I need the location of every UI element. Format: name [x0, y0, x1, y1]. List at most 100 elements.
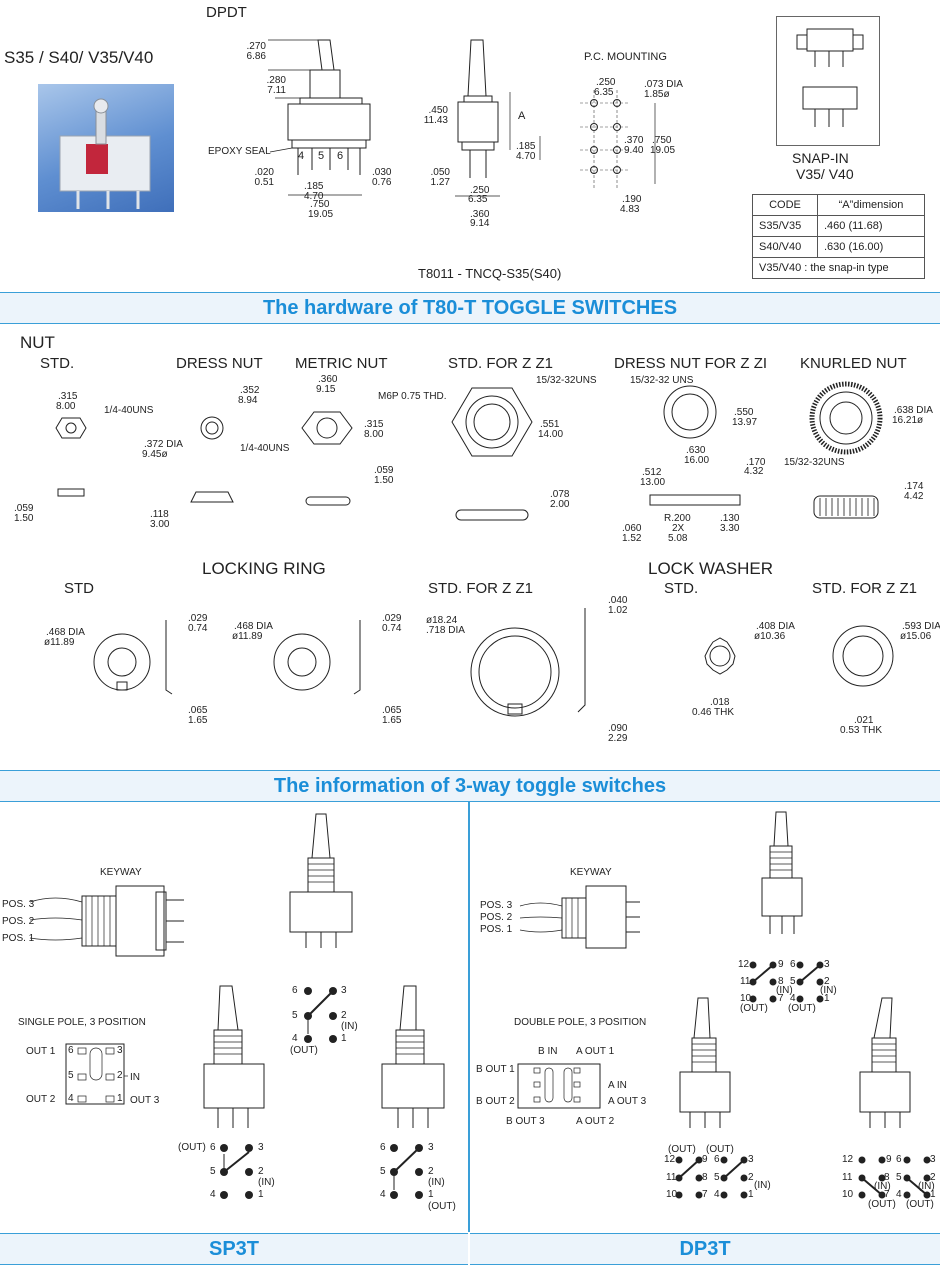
nut-dressz-060: .060 [622, 523, 642, 534]
r3-t1: .040 [608, 595, 628, 606]
d3-6: 6 [896, 1154, 902, 1165]
nut-dress-title: DRESS NUT [176, 355, 263, 372]
dim-450: .450 [428, 105, 448, 116]
d3-out1: (OUT) [868, 1199, 896, 1210]
dim-280: .280 [266, 75, 286, 86]
table-row: V35/V40 : the snap-in type [752, 257, 925, 279]
dp3t-drawings [517, 811, 931, 1199]
dp3t-pos2: POS. 2 [480, 912, 513, 923]
d2-11: 11 [666, 1172, 677, 1183]
pin-5-label: 5 [318, 150, 325, 162]
s1-3: 3 [341, 985, 347, 996]
s1-out: (OUT) [290, 1045, 318, 1056]
nut-metric-d3: .315 [364, 419, 384, 430]
nut-dressz-thread: 15/32-32 UNS [630, 375, 694, 386]
pin-4-label: 4 [298, 150, 305, 162]
d2-7: 7 [702, 1189, 708, 1200]
d3-9: 9 [886, 1154, 892, 1165]
s3-1: 1 [428, 1189, 434, 1200]
w1-t1: .018 [710, 697, 730, 708]
d2-1: 1 [748, 1189, 754, 1200]
dim-073: .073 DIA [644, 79, 683, 90]
pc-mounting-grid [580, 90, 656, 190]
single-pole-label: SINGLE POLE, 3 POSITION [18, 1017, 146, 1028]
nut-dressz-title: DRESS NUT FOR Z ZI [614, 355, 768, 372]
dim-a: A [518, 110, 526, 122]
r1-w2: 1.65 [188, 715, 208, 726]
s1-4: 4 [292, 1033, 298, 1044]
s2-5: 5 [210, 1166, 216, 1177]
w1-t2: 0.46 THK [692, 707, 735, 718]
nut-stdz-title: STD. FOR Z Z1 [448, 355, 553, 372]
part-number: T8011 - TNCQ-S35(S40) [418, 266, 562, 281]
d2-5: 5 [714, 1172, 720, 1183]
w2-t2: 0.53 THK [840, 725, 883, 736]
dimension-cell: .630 (16.00) [817, 236, 925, 258]
sp3t-keyway-label: KEYWAY [100, 867, 142, 878]
nut-knurl-h1: .174 [904, 481, 924, 492]
dim-250b: .250 [596, 77, 616, 88]
d2-12: 12 [664, 1154, 676, 1165]
nut-dress-h2: 3.00 [150, 519, 170, 530]
nut-metric-h2: 1.50 [374, 475, 394, 486]
section-divider [468, 802, 470, 1232]
switch-photo [38, 84, 174, 212]
s2-6: 6 [210, 1142, 216, 1153]
code-cell: S40/V40 [752, 236, 818, 258]
nut-std-h1: .059 [14, 503, 34, 514]
r1-dia1: .468 DIA [46, 627, 85, 638]
dimension-cell: .460 (11.68) [817, 215, 925, 237]
d3-3: 3 [930, 1154, 936, 1165]
nut-drawings [55, 381, 883, 521]
dim-360: .360 [470, 209, 490, 220]
dpdt-side-view [455, 39, 541, 197]
nut-dress-h1: .118 [150, 509, 169, 520]
sp3t-out2: OUT 2 [26, 1094, 56, 1105]
d3-2: 2 [930, 1172, 936, 1183]
nut-stdz-h2: 2.00 [550, 499, 570, 510]
nut-dressz-130: .130 [720, 513, 740, 524]
dp3t-keyway-label: KEYWAY [570, 867, 612, 878]
toggle-switch-image [59, 98, 151, 209]
d2-4: 4 [714, 1189, 720, 1200]
sp3t-box-6: 6 [68, 1045, 74, 1056]
d2-9: 9 [702, 1154, 708, 1165]
s2-in: (IN) [258, 1177, 275, 1188]
d2-2: 2 [748, 1172, 754, 1183]
d1-12: 12 [738, 959, 750, 970]
code-table: CODE “A”dimension S35/V35 .460 (11.68) S… [752, 194, 925, 279]
sp3t-in: IN [130, 1072, 140, 1083]
dim-940: 9.40 [624, 145, 644, 156]
nut-metric-title: METRIC NUT [295, 355, 388, 372]
nut-dressz-512: .512 [642, 467, 662, 478]
ring-drawings [93, 608, 894, 717]
dp3t-a-out3: A OUT 3 [608, 1096, 647, 1107]
d2-out2: (OUT) [706, 1144, 734, 1155]
nut-dressz-152: 1.52 [622, 533, 642, 544]
dp3t-pos1: POS. 1 [480, 924, 513, 935]
nut-dressz-432: 4.32 [744, 466, 764, 477]
nut-stdz-thread: 15/32-32UNS [536, 375, 597, 386]
dim-051: 0.51 [254, 177, 274, 188]
d2-8: 8 [702, 1172, 708, 1183]
dp3t-a-in: A IN [608, 1080, 627, 1091]
d3-7: 7 [884, 1189, 890, 1200]
sp3t-out1: OUT 1 [26, 1046, 56, 1057]
snap-in-drawing [796, 28, 864, 127]
dim-711: 7.11 [267, 85, 286, 96]
d1-2: 2 [824, 976, 830, 987]
lock-washer-title: LOCK WASHER [648, 559, 774, 578]
d1-11: 11 [740, 976, 751, 987]
dim-185a: .185 [304, 181, 324, 192]
snap-in-note: V35/V40 : the snap-in type [752, 257, 925, 279]
nut-knurl-h2: 4.42 [904, 491, 924, 502]
sp3t-pos2: POS. 2 [2, 916, 35, 927]
nut-stdz-d1: .551 [540, 419, 560, 430]
d1-out1: (OUT) [740, 1003, 768, 1014]
nut-stdz-h1: .078 [550, 489, 570, 500]
s3-out: (OUT) [428, 1201, 456, 1212]
nut-dressz-330: 3.30 [720, 523, 740, 534]
dim-470b: 4.70 [516, 151, 536, 162]
table-row: S40/V40 .630 (16.00) [752, 236, 925, 258]
dim-250a: .250 [470, 185, 490, 196]
